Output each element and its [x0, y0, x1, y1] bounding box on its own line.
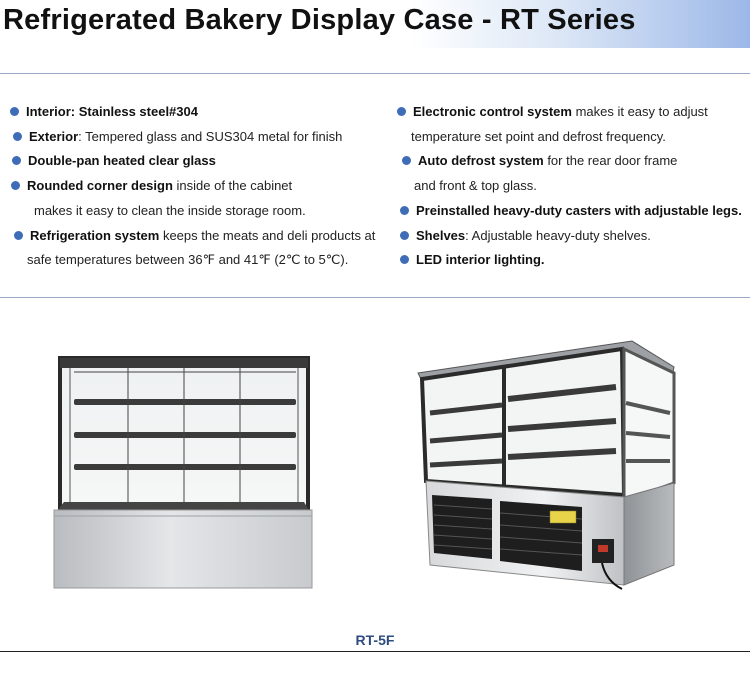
feature-bold: Electronic control system: [413, 104, 572, 119]
feature-item: Interior: Stainless steel#304: [10, 100, 380, 125]
feature-item: Auto defrost system for the rear door fr…: [397, 149, 742, 174]
bullet-icon: [13, 131, 22, 141]
feature-bold: Shelves: [416, 227, 466, 243]
feature-continuation: makes it easy to clean the inside storag…: [34, 202, 306, 218]
feature-bold: Rounded corner design: [27, 178, 173, 194]
feature-text: for the rear door frame: [543, 153, 678, 169]
feature-bold: Exterior: [29, 128, 79, 144]
feature-item: Refrigeration system keeps the meats and…: [10, 224, 380, 249]
bullet-icon: [397, 107, 406, 116]
feature-continuation: and front & top glass.: [414, 178, 537, 194]
feature-bold: Double-pan heated clear glass: [28, 153, 216, 169]
top-divider: [0, 73, 750, 74]
feature-text: makes it easy to adjust: [571, 104, 708, 119]
feature-item: Rounded corner design inside of the cabi…: [10, 174, 380, 199]
bullet-icon: [400, 205, 409, 215]
bullet-icon: [12, 156, 21, 166]
features-left: Interior: Stainless steel#304 Exterior: …: [10, 100, 380, 273]
features-right: Electronic control system makes it easy …: [397, 100, 742, 273]
display-case-front-image: [53, 356, 313, 589]
feature-bold: Preinstalled heavy-duty casters with adj…: [416, 202, 742, 218]
bottom-divider: [0, 651, 750, 652]
feature-item: LED interior lighting.: [397, 248, 742, 273]
bullet-icon: [402, 156, 411, 166]
feature-item: Shelves: Adjustable heavy-duty shelves.: [397, 224, 742, 249]
bullet-icon: [400, 255, 409, 265]
bullet-icon: [10, 107, 19, 116]
feature-text: inside of the cabinet: [172, 178, 293, 194]
feature-item: Exterior: Tempered glass and SUS304 meta…: [10, 125, 380, 150]
feature-text: keeps the meats and deli products at: [159, 227, 376, 243]
feature-item: Double-pan heated clear glass: [10, 149, 380, 174]
feature-text: : Tempered glass and SUS304 metal for fi…: [78, 128, 343, 144]
feature-bold: Refrigeration system: [30, 227, 160, 243]
feature-item: Preinstalled heavy-duty casters with adj…: [397, 199, 742, 224]
feature-item: Electronic control system makes it easy …: [397, 100, 742, 125]
title-bar: Refrigerated Bakery Display Case - RT Se…: [0, 0, 750, 48]
feature-bold: LED interior lighting.: [416, 252, 545, 268]
product-caption: RT-5F: [355, 632, 395, 648]
feature-bold: Auto defrost system: [418, 153, 544, 169]
bullet-icon: [11, 181, 20, 191]
page-title: Refrigerated Bakery Display Case - RT Se…: [3, 4, 636, 36]
feature-bold: Interior: Stainless steel#304: [26, 104, 198, 119]
middle-divider: [0, 297, 750, 298]
feature-continuation: temperature set point and defrost freque…: [411, 128, 666, 144]
feature-text: : Adjustable heavy-duty shelves.: [465, 227, 651, 243]
bullet-icon: [14, 230, 23, 240]
display-case-angle-image: [417, 340, 676, 590]
bullet-icon: [400, 230, 409, 240]
feature-continuation: safe temperatures between 36℉ and 41℉ (2…: [27, 252, 349, 268]
